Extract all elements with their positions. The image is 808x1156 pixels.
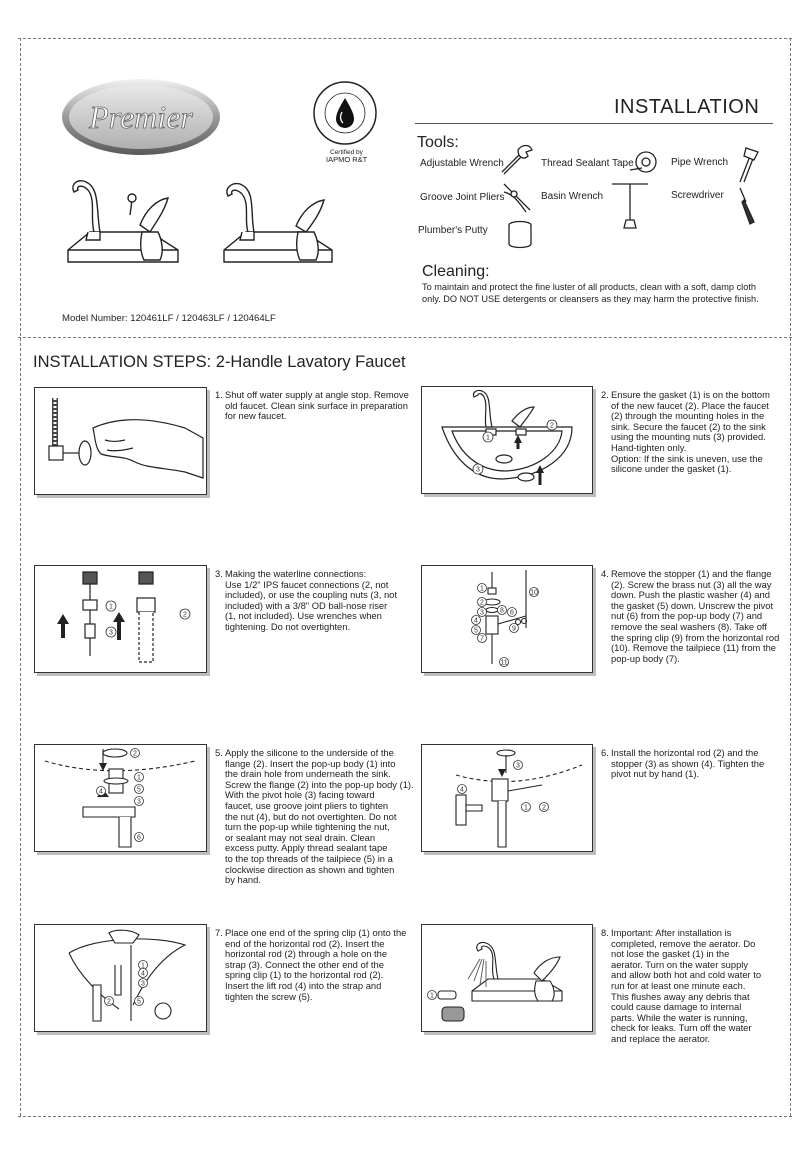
step-7-callout-4: 4 — [141, 971, 145, 978]
step-2-text: 2. Ensure the gasket (1) is on the botto… — [601, 390, 781, 475]
right-dashed-border — [790, 38, 791, 1116]
installation-title: INSTALLATION — [614, 96, 759, 119]
step-8-body: Important: After installation is complet… — [601, 928, 781, 1045]
step-7-number: 7. — [215, 928, 223, 939]
step-4-callout-5: 5 — [474, 628, 478, 635]
step-4-body: Remove the stopper (1) and the flange (2… — [601, 569, 781, 664]
bottom-dashed-border — [18, 1116, 792, 1117]
watersense-badge — [312, 80, 378, 146]
title-underline — [415, 123, 773, 124]
logo-text: Premier — [88, 99, 193, 135]
tool-basin-wrench: Basin Wrench — [541, 191, 603, 202]
step-7-text: 7. Place one end of the spring clip (1) … — [215, 928, 415, 1002]
step-5-callout-2: 2 — [133, 751, 137, 758]
step-4-text: 4. Remove the stopper (1) and the flange… — [601, 569, 781, 664]
step-4-callout-1: 1 — [480, 586, 484, 593]
step-6-number: 6. — [601, 748, 609, 759]
cleaning-text-line2: only. DO NOT USE detergents or cleansers… — [422, 294, 759, 305]
step-7-callout-5: 5 — [137, 999, 141, 1006]
step-4-callout-7: 7 — [480, 636, 484, 643]
step-2-illustration: 1 2 3 — [421, 386, 593, 494]
tool-plumbers-putty: Plumber's Putty — [418, 225, 488, 236]
step-8-number: 8. — [601, 928, 609, 939]
basin-wrench-icon — [608, 176, 652, 237]
step-1-illustration — [34, 387, 207, 495]
step-7-callout-2: 2 — [107, 999, 111, 1006]
step-5-callout-6: 6 — [137, 835, 141, 842]
tool-thread-sealant-tape: Thread Sealant Tape — [541, 158, 634, 169]
step-4-callout-10: 10 — [530, 590, 538, 597]
middle-dashed-divider — [18, 337, 792, 338]
step-8-text: 8. Important: After installation is comp… — [601, 928, 781, 1045]
step-6-illustration: 1 2 3 4 — [421, 744, 593, 852]
step-6-callout-3: 3 — [516, 763, 520, 770]
step-6-callout-1: 1 — [524, 805, 528, 812]
step-4-callout-2: 2 — [480, 600, 484, 607]
step-5-callout-4: 4 — [99, 789, 103, 796]
step-6-callout-4: 4 — [460, 787, 464, 794]
step-4-callout-3: 3 — [480, 610, 484, 617]
step-1-body: Shut off water supply at angle stop. Rem… — [215, 390, 415, 422]
step-2-body: Ensure the gasket (1) is on the bottom o… — [601, 390, 781, 475]
step-3-illustration: 1 2 3 — [34, 565, 207, 673]
step-8-callout-1: 1 — [430, 993, 434, 1000]
step-5-text: 5. Apply the silicone to the underside o… — [215, 748, 415, 886]
step-4-callout-9: 9 — [512, 626, 516, 633]
pipe-wrench-icon — [730, 144, 760, 189]
step-2-callout-3: 3 — [476, 467, 480, 474]
step-2-number: 2. — [601, 390, 609, 401]
step-4-callout-6: 6 — [510, 610, 514, 617]
step-4-number: 4. — [601, 569, 609, 580]
iapmo-text: IAPMO R&T — [326, 156, 367, 164]
tool-pipe-wrench: Pipe Wrench — [671, 157, 728, 168]
cleaning-heading: Cleaning: — [422, 263, 490, 281]
step-8-illustration: 1 — [421, 924, 593, 1032]
tools-heading: Tools: — [417, 134, 459, 152]
step-4-callout-8: 8 — [500, 608, 504, 615]
step-7-illustration: 1 2 3 4 5 — [34, 924, 207, 1032]
step-4-illustration: 1 2 3 4 5 6 7 8 9 10 11 — [421, 565, 593, 673]
step-1-number: 1. — [215, 390, 223, 401]
step-7-callout-3: 3 — [141, 981, 145, 988]
step-3-number: 3. — [215, 569, 223, 580]
installation-steps-heading: INSTALLATION STEPS: 2-Handle Lavatory Fa… — [33, 353, 406, 372]
premier-logo: Premier — [60, 76, 222, 158]
step-3-callout-2: 2 — [183, 612, 187, 619]
groove-joint-pliers-icon — [500, 180, 534, 219]
step-6-body: Install the horizontal rod (2) and the s… — [601, 748, 781, 780]
left-dashed-border — [20, 38, 21, 1116]
step-3-body: Making the waterline connections: Use 1/… — [215, 569, 415, 633]
step-3-callout-1: 1 — [109, 604, 113, 611]
step-5-body: Apply the silicone to the underside of t… — [215, 748, 415, 886]
screwdriver-icon — [736, 186, 760, 231]
top-dashed-border — [18, 38, 792, 39]
tool-screwdriver: Screwdriver — [671, 190, 724, 201]
step-7-callout-1: 1 — [141, 963, 145, 970]
step-4-callout-11: 11 — [500, 660, 507, 667]
step-5-number: 5. — [215, 748, 223, 759]
step-7-body: Place one end of the spring clip (1) ont… — [215, 928, 415, 1002]
step-5-callout-1: 1 — [137, 775, 141, 782]
step-6-text: 6. Install the horizontal rod (2) and th… — [601, 748, 781, 780]
step-5-illustration: 1 2 3 4 5 6 — [34, 744, 207, 852]
cleaning-text-line1: To maintain and protect the fine luster … — [422, 282, 756, 293]
faucet-illustration-2 — [218, 176, 348, 280]
step-1-text: 1. Shut off water supply at angle stop. … — [215, 390, 415, 422]
tool-groove-joint-pliers: Groove Joint Pliers — [420, 192, 504, 203]
step-4-callout-4: 4 — [474, 618, 478, 625]
tool-adjustable-wrench: Adjustable Wrench — [420, 158, 504, 169]
faucet-illustration-1 — [60, 170, 190, 280]
step-3-callout-3: 3 — [109, 630, 113, 637]
step-2-callout-1: 1 — [486, 435, 490, 442]
step-5-callout-3: 3 — [137, 799, 141, 806]
step-6-callout-2: 2 — [542, 805, 546, 812]
plumbers-putty-icon — [506, 220, 534, 255]
step-5-callout-5: 5 — [137, 787, 141, 794]
step-2-callout-2: 2 — [550, 423, 554, 430]
step-3-text: 3. Making the waterline connections: Use… — [215, 569, 415, 633]
model-number: Model Number: 120461LF / 120463LF / 1204… — [62, 313, 276, 324]
adjustable-wrench-icon — [498, 142, 534, 181]
